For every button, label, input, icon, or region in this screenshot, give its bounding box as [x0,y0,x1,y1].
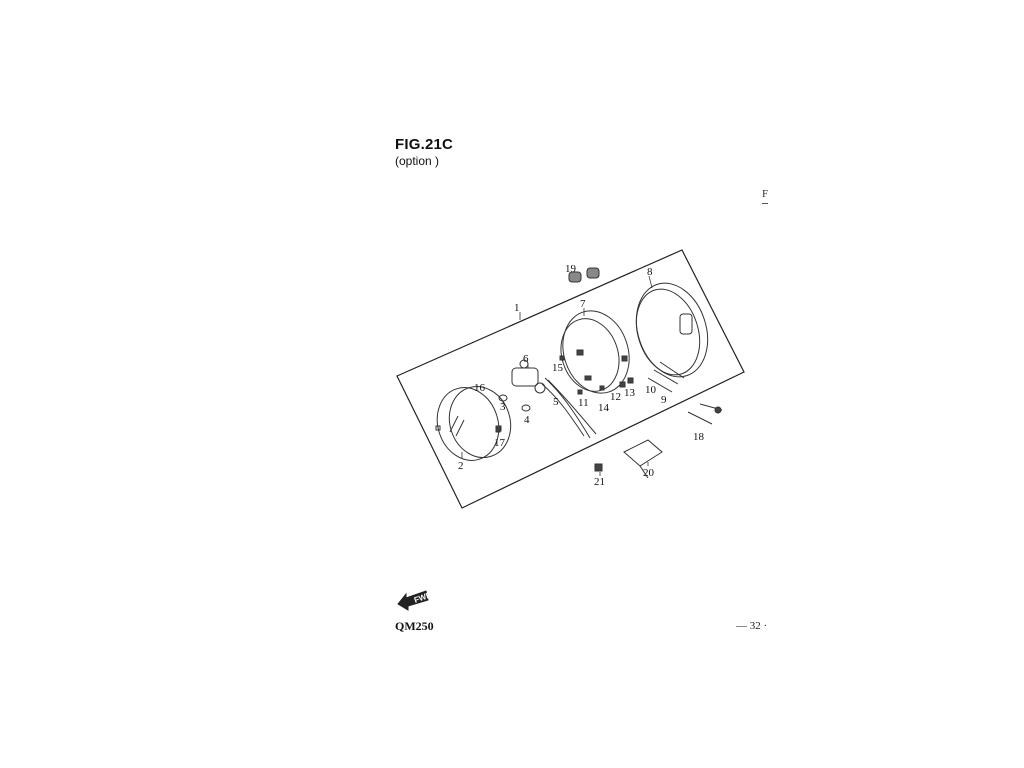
callout-17: 17 [494,437,506,449]
model-name: QM250 [395,619,434,633]
edge-mark-dash [762,203,768,204]
callout-10: 10 [645,384,657,396]
page-number: — 32 · [736,620,768,632]
callout-6: 6 [523,353,529,365]
callout-1: 1 [514,302,520,314]
wiring-harness-part [541,377,597,439]
callout-4: 4 [524,414,530,426]
callout-3: 3 [500,401,506,413]
callout-8: 8 [647,266,653,278]
figure-title: FIG.21C [395,136,454,153]
long-bolt-part [687,403,723,425]
edge-mark-text: F [762,188,768,200]
callout-15: 15 [552,362,564,374]
rubber-cap-parts [568,267,600,283]
callout-7: 7 [580,298,586,310]
callout-21: 21 [594,476,605,488]
callout-14: 14 [598,402,610,414]
plate-bracket-part [623,439,663,479]
mounting-bracket-part [635,282,709,378]
fwd-arrow-icon [397,590,429,611]
callout-20: 20 [643,467,655,479]
bolt-parts [559,355,685,395]
callout-5: 5 [553,396,559,408]
forward-direction-indicator: FWD [396,590,433,619]
assembly-frame [396,249,745,509]
callout-13: 13 [624,387,636,399]
callout-11: 11 [578,397,589,409]
nut-part [594,463,603,472]
page-edge-mark: F [762,188,768,204]
callout-16: 16 [474,382,486,394]
bulb-socket-part [511,359,546,394]
callout-2: 2 [458,460,464,472]
figure-subtitle: (option ) [395,154,440,168]
callout-19: 19 [565,263,577,275]
callout-9: 9 [661,394,667,406]
callout-18: 18 [693,431,705,443]
leader-lines [461,275,653,476]
callout-12: 12 [610,391,621,403]
